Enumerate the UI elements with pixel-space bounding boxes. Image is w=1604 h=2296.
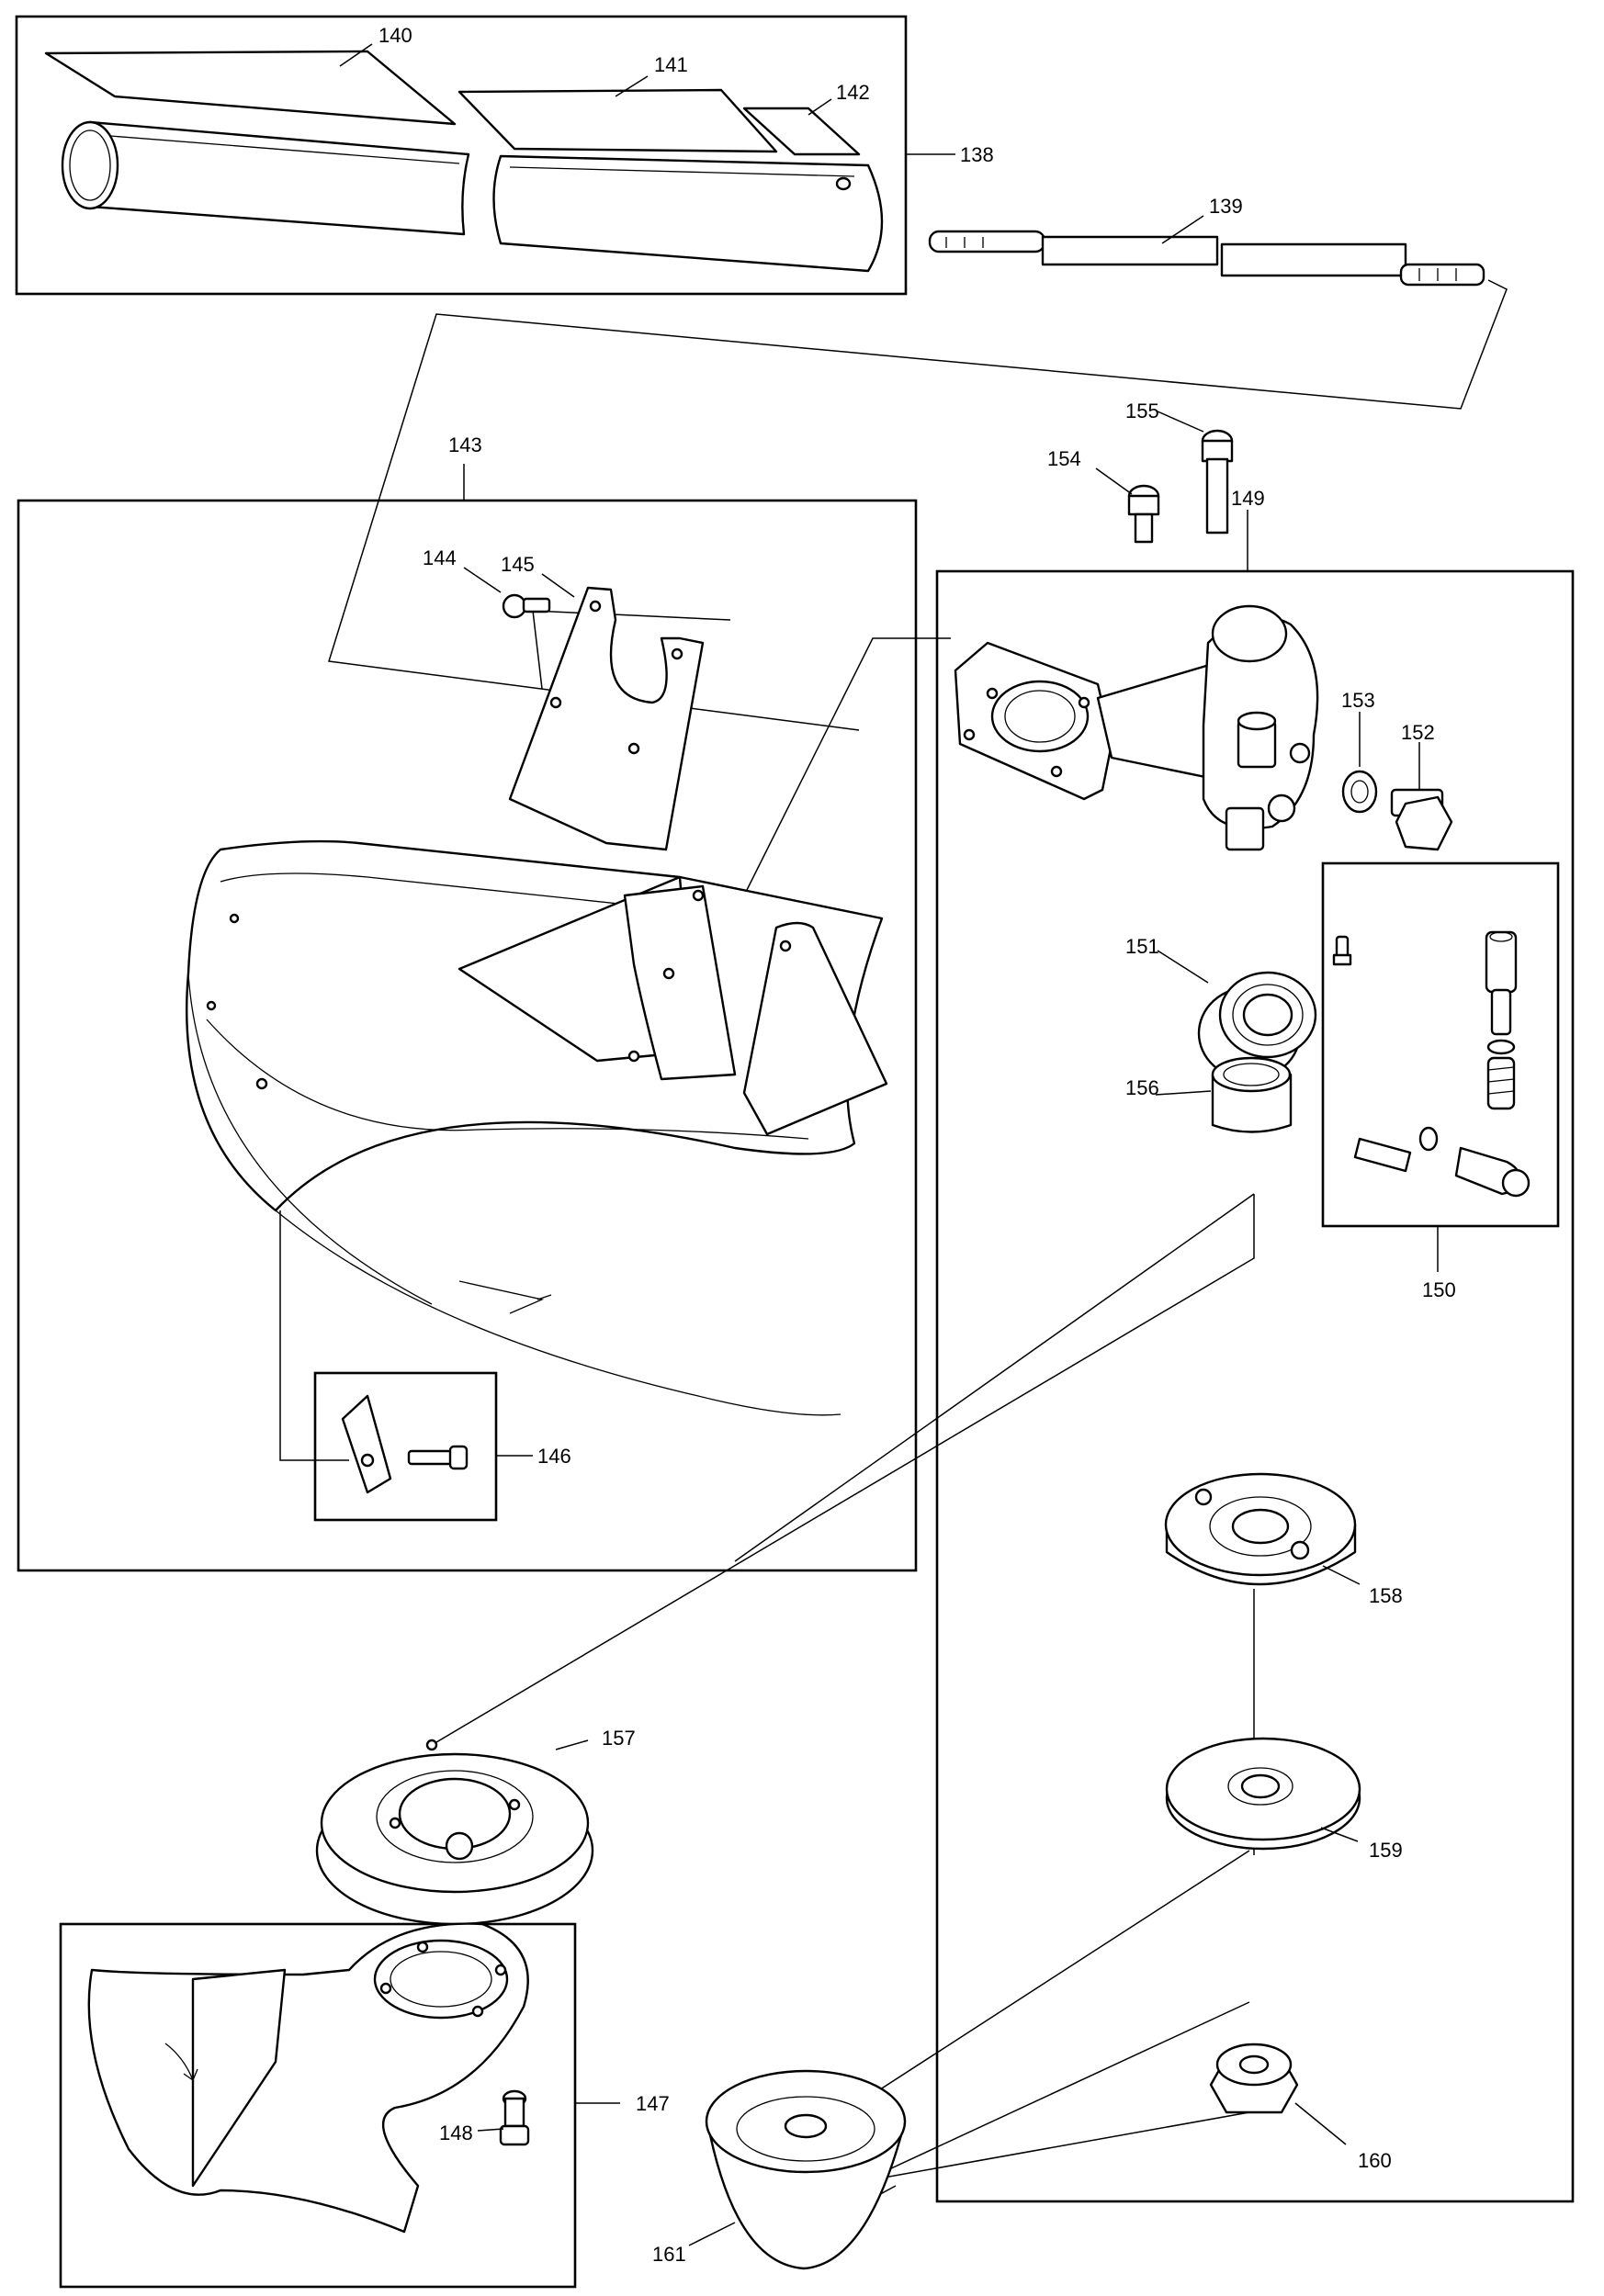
callout-147: 147 xyxy=(636,2092,670,2115)
assembly-line-shaft xyxy=(328,279,1508,731)
callout-153: 153 xyxy=(1341,689,1375,712)
part-140-label-sheet xyxy=(44,50,457,126)
group-box-guard xyxy=(17,499,918,1572)
group-box-shaft-tube xyxy=(15,15,908,296)
part-155-bolt xyxy=(1201,429,1234,535)
part-156-spacer xyxy=(1211,1056,1293,1133)
leader-144 xyxy=(463,567,502,593)
leader-142 xyxy=(808,98,832,116)
callout-161: 161 xyxy=(652,2243,686,2266)
callout-150: 150 xyxy=(1422,1278,1456,1301)
part-141-label-sheet xyxy=(457,88,778,153)
leader-157 xyxy=(555,1739,589,1750)
group-box-guard-plate xyxy=(313,1371,498,1522)
part-152-bolt xyxy=(1390,788,1453,851)
callout-141: 141 xyxy=(654,53,688,76)
callout-138: 138 xyxy=(960,143,994,166)
callout-151: 151 xyxy=(1125,935,1159,958)
part-161-protector-cup xyxy=(705,2069,907,2270)
part-159-washer-plate xyxy=(1165,1737,1361,1851)
part-151-bearing xyxy=(1197,971,1317,1081)
leader-148 xyxy=(477,2128,504,2132)
assembly-line-pinion xyxy=(734,1193,1255,1562)
assembly-line-bracket xyxy=(743,637,951,896)
leader-155 xyxy=(1157,411,1204,433)
part-144-screw xyxy=(502,593,551,619)
callout-159: 159 xyxy=(1369,1839,1403,1862)
callout-157: 157 xyxy=(602,1727,636,1750)
part-139-drive-shaft xyxy=(928,230,1485,287)
leader-139 xyxy=(1161,215,1204,244)
leader-159 xyxy=(1320,1827,1359,1842)
part-149-gear-case xyxy=(954,604,1319,851)
callout-149: 149 xyxy=(1231,487,1265,510)
leader-151 xyxy=(1157,950,1209,984)
callout-160: 160 xyxy=(1358,2149,1392,2172)
callout-148: 148 xyxy=(439,2122,473,2144)
callout-139: 139 xyxy=(1209,195,1243,218)
part-142-label-sheet xyxy=(742,107,861,156)
callout-145: 145 xyxy=(501,553,535,576)
part-145-guard-plate xyxy=(508,586,705,851)
callout-155: 155 xyxy=(1125,400,1159,422)
part-147-guard-cover xyxy=(87,1922,529,2234)
group-box-gear-case xyxy=(935,569,1575,2203)
part-160-nut xyxy=(1209,2043,1299,2114)
leader-158 xyxy=(1322,1565,1361,1585)
part-157-receiver-plate xyxy=(315,1739,594,1926)
group-box-lock-detail xyxy=(1321,861,1560,1228)
leader-161 xyxy=(688,2222,736,2246)
leader-145 xyxy=(541,573,575,598)
part-150-lock-assembly xyxy=(1332,930,1531,1198)
leader-154 xyxy=(1095,467,1133,495)
callout-143: 143 xyxy=(448,433,482,456)
callout-156: 156 xyxy=(1125,1076,1159,1099)
callout-158: 158 xyxy=(1369,1584,1403,1607)
leader-160 xyxy=(1294,2102,1347,2145)
part-138-shaft-tube xyxy=(61,120,884,273)
callout-146: 146 xyxy=(537,1445,571,1468)
assembly-line-guard-clip xyxy=(279,1210,349,1461)
callout-152: 152 xyxy=(1401,721,1435,744)
group-box-guard-cover xyxy=(59,1922,577,2289)
part-154-bolt xyxy=(1127,484,1160,544)
part-153-washer xyxy=(1341,770,1378,814)
assembly-line-flange xyxy=(431,1194,1255,1746)
callout-154: 154 xyxy=(1047,447,1081,470)
callout-140: 140 xyxy=(378,24,412,47)
part-148-bolt xyxy=(499,2089,530,2146)
part-158-flange xyxy=(1164,1472,1357,1586)
part-143-grass-guard xyxy=(186,839,888,1416)
callout-142: 142 xyxy=(836,81,870,104)
callout-144: 144 xyxy=(423,546,457,569)
assembly-line-nut xyxy=(863,2001,1250,2182)
leader-156 xyxy=(1155,1090,1212,1096)
leader-140 xyxy=(339,43,373,67)
part-146-plate-and-screw xyxy=(341,1394,469,1494)
leader-141 xyxy=(615,75,649,97)
